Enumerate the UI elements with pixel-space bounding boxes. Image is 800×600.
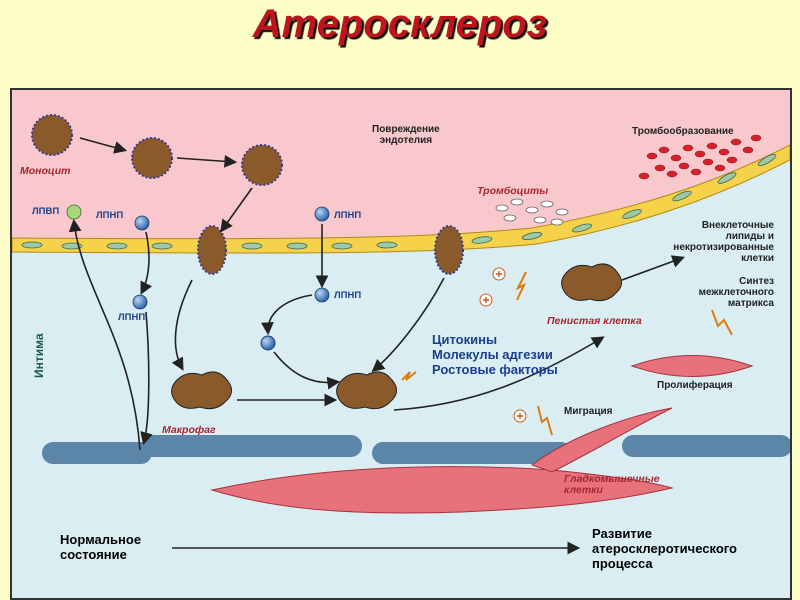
label-thrombus: Тромбообразование bbox=[632, 126, 734, 137]
signal-bolt-3 bbox=[537, 405, 553, 436]
lipoprotein-particles bbox=[66, 204, 330, 310]
label-platelets: Тромбоциты bbox=[477, 185, 549, 197]
oxidized-ldl bbox=[260, 335, 276, 351]
label-ldl-2: ЛПНП bbox=[334, 210, 362, 221]
label-smooth-muscle: Гладкомышечные клетки bbox=[564, 473, 660, 496]
endothelium-layer bbox=[12, 144, 790, 254]
label-hdl: ЛПВП bbox=[32, 206, 60, 217]
signal-bolt-4 bbox=[711, 309, 733, 336]
arrow-to-macrophage bbox=[171, 279, 193, 371]
label-ldl-1: ЛПНП bbox=[96, 210, 124, 221]
label-monocyte: Моноцит bbox=[20, 165, 71, 177]
signal-bolt-2 bbox=[515, 271, 527, 301]
label-ldl-4: ЛПНП bbox=[334, 290, 362, 301]
endothelial-cells bbox=[21, 153, 777, 250]
signal-bolt-1 bbox=[401, 371, 417, 381]
arrow-oxldl-to-macro bbox=[273, 351, 341, 390]
label-extracellular-lipids: Внеклеточные липиды и некротизированные … bbox=[673, 220, 774, 264]
arrow-return bbox=[68, 218, 141, 451]
arrow-ldl-left bbox=[140, 311, 153, 446]
arrow-oxldl bbox=[261, 294, 313, 336]
arrow-monocyte-1 bbox=[79, 137, 128, 154]
label-proliferation: Пролиферация bbox=[657, 380, 733, 391]
arrow-monocyte-3 bbox=[220, 187, 253, 233]
diagram-svg bbox=[12, 90, 790, 555]
label-macrophage: Макрофаг bbox=[162, 424, 216, 436]
migrating-smooth-muscle bbox=[530, 407, 673, 473]
macrophage-cells bbox=[171, 263, 622, 410]
platelets bbox=[495, 198, 569, 226]
label-development: Развитие атеросклеротического процесса bbox=[592, 526, 737, 571]
label-endothelium-damage: Повреждение эндотелия bbox=[372, 124, 440, 146]
label-ldl-3: ЛПНП bbox=[118, 312, 146, 323]
internal-elastic-lamina bbox=[42, 435, 790, 464]
diagram-panel: Моноцит Повреждение эндотелия Тромбообра… bbox=[10, 88, 792, 600]
arrow-monocyte-2 bbox=[176, 154, 238, 168]
arrow-ldl-down bbox=[140, 231, 153, 295]
smooth-muscle-layer bbox=[210, 466, 674, 514]
vessel-lumen bbox=[12, 90, 790, 239]
label-matrix-synthesis: Синтез межклеточного матрикса bbox=[698, 276, 774, 309]
label-migration: Миграция bbox=[564, 406, 613, 417]
monocyte-cells bbox=[31, 114, 283, 186]
arrow-migrating-to-macro bbox=[371, 277, 445, 373]
migrating-monocytes bbox=[197, 225, 464, 275]
arrow-foam-to-lipids bbox=[621, 255, 686, 281]
proliferating-cells bbox=[630, 355, 754, 377]
label-factors: Цитокины Молекулы адгезии Ростовые факто… bbox=[432, 332, 558, 377]
label-foam-cell: Пенистая клетка bbox=[547, 315, 642, 327]
page-title: Атеросклероз bbox=[252, 2, 548, 46]
label-intima: Интима bbox=[32, 333, 46, 378]
thrombus-cluster bbox=[638, 134, 762, 180]
arrow-macro-to-foam bbox=[393, 336, 605, 411]
label-normal-state: Нормальное состояние bbox=[60, 532, 142, 562]
